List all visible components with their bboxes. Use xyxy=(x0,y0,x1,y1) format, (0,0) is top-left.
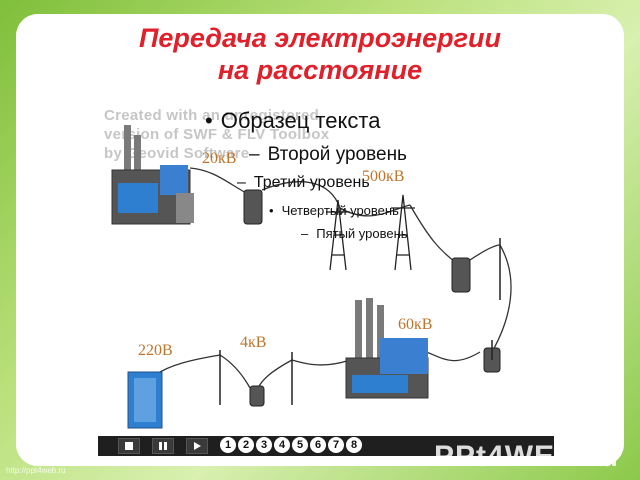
slide-number-button[interactable]: 8 xyxy=(346,437,362,453)
play-button[interactable] xyxy=(186,438,208,454)
slide-number-button[interactable]: 4 xyxy=(274,437,290,453)
wire xyxy=(261,181,341,209)
slide-number-button[interactable]: 6 xyxy=(310,437,326,453)
transformer xyxy=(249,385,265,407)
slide-number-button[interactable]: 7 xyxy=(328,437,344,453)
stop-icon xyxy=(125,442,133,450)
slide-number-button[interactable]: 2 xyxy=(238,437,254,453)
apartment-building xyxy=(127,371,163,429)
pause-icon xyxy=(159,442,167,450)
slide-number-button[interactable]: 3 xyxy=(256,437,272,453)
wire xyxy=(291,359,351,366)
voltage-label-500kv: 500кВ xyxy=(362,168,405,185)
voltage-label-60kv: 60кВ xyxy=(398,316,433,333)
bullet-text: Второй уровень xyxy=(267,144,407,165)
title-line-1: Передача электроэнергии xyxy=(139,23,501,53)
bullet-text: Пятый уровень xyxy=(316,226,408,241)
play-icon xyxy=(194,442,201,450)
bullet-level-4: •Четвертый уровень xyxy=(269,203,399,218)
bullet-text: Четвертый уровень xyxy=(281,203,399,218)
wire xyxy=(257,359,293,389)
watermark-line: Created with an unregistered xyxy=(104,107,320,124)
slide-number-button[interactable]: 1 xyxy=(220,437,236,453)
wire xyxy=(469,244,501,261)
transformer xyxy=(243,189,263,225)
voltage-label-220v: 220В xyxy=(138,342,173,359)
slide-number-button[interactable]: 5 xyxy=(292,437,308,453)
watermark-line: version of SWF & FLV Toolbox xyxy=(104,126,330,143)
wire xyxy=(219,354,251,389)
voltage-label-20kv: 20кВ xyxy=(202,150,237,167)
title-line-2: на расстояние xyxy=(217,55,423,85)
bullet-level-3: –Третий уровень xyxy=(237,174,370,191)
power-plant xyxy=(345,298,429,399)
player-control-bar xyxy=(98,436,554,456)
bullet-text: Третий уровень xyxy=(253,174,370,191)
factory-left xyxy=(111,125,194,225)
stop-button[interactable] xyxy=(118,438,140,454)
voltage-label-4kv: 4кВ xyxy=(240,334,267,351)
site-logo: PPt4WEB.ru xyxy=(434,440,620,473)
bullet-level-5: –Пятый уровень xyxy=(301,226,408,241)
wire xyxy=(419,349,481,362)
wire xyxy=(491,244,512,353)
site-credit: http://ppt4web.ru xyxy=(6,466,66,475)
pylon xyxy=(391,194,415,271)
bullet-text: Образец текста xyxy=(220,108,381,133)
slide-title: Передача электроэнергии на расстояние xyxy=(60,22,580,86)
wire xyxy=(409,204,456,263)
slide-card xyxy=(16,14,624,466)
bullet-level-2: –Второй уровень xyxy=(249,144,407,165)
pause-button[interactable] xyxy=(152,438,174,454)
bullet-level-1: •Образец текста xyxy=(205,108,381,133)
transformer xyxy=(451,257,471,293)
pylon xyxy=(326,199,350,271)
